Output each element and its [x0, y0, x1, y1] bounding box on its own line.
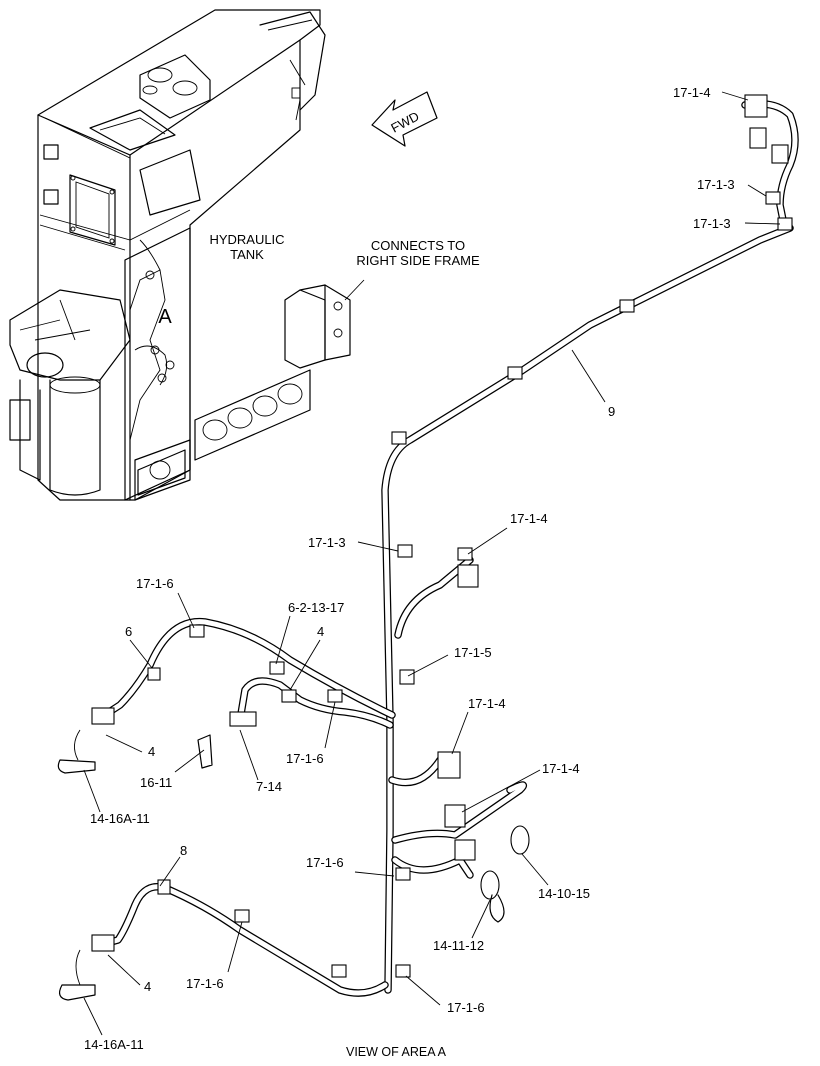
callout-17-1-6-bottom: 17-1-6 [447, 1000, 485, 1015]
area-a-letter: A [158, 306, 172, 328]
callout-17-1-3-lower: 17-1-3 [693, 216, 731, 231]
forward-direction-arrow: FWD [371, 91, 438, 147]
callout-17-1-6-loop: 17-1-6 [286, 751, 324, 766]
callout-4-left: 4 [148, 744, 155, 759]
callout-7-14: 7-14 [256, 779, 282, 794]
callout-17-1-4-right: 17-1-4 [542, 761, 580, 776]
callout-4-upper: 4 [317, 624, 324, 639]
callout-17-1-6-trunk: 17-1-6 [306, 855, 344, 870]
tank-label-line1: HYDRAULIC [209, 232, 284, 247]
callout-17-1-6-lower-left: 17-1-6 [186, 976, 224, 991]
callout-6-2-13-17: 6-2-13-17 [288, 600, 344, 615]
hydraulic-tank-drawing [9, 9, 326, 501]
connects-note-line2: RIGHT SIDE FRAME [356, 253, 480, 268]
callout-17-1-4-lower: 17-1-4 [468, 696, 506, 711]
callout-17-1-4-top: 17-1-4 [673, 85, 711, 100]
tank-label-line2: TANK [230, 247, 264, 262]
callout-17-1-3-upper: 17-1-3 [697, 177, 735, 192]
fwd-label: FWD [388, 109, 421, 136]
callout-9: 9 [608, 404, 615, 419]
callout-17-1-5: 17-1-5 [454, 645, 492, 660]
connectors-and-clips [57, 94, 793, 1001]
callout-8: 8 [180, 843, 187, 858]
callout-17-1-4-mid: 17-1-4 [510, 511, 548, 526]
callout-14-16A-11-lower: 14-16A-11 [84, 1037, 144, 1052]
connects-note-line1: CONNECTS TO [371, 238, 465, 253]
view-caption: VIEW OF AREA A [346, 1045, 447, 1059]
callout-14-16A-11-upper: 14-16A-11 [90, 811, 150, 826]
frame-bracket [284, 279, 365, 369]
callout-14-11-12: 14-11-12 [433, 938, 484, 953]
harness-hoses [96, 100, 799, 997]
callout-16-11: 16-11 [140, 775, 172, 790]
callout-4-lower: 4 [144, 979, 151, 994]
callout-17-1-6-left: 17-1-6 [136, 576, 174, 591]
callout-14-10-15: 14-10-15 [538, 886, 590, 901]
callout-6: 6 [125, 624, 132, 639]
leader-lines [83, 91, 781, 1036]
callout-17-1-3-trunk: 17-1-3 [308, 535, 346, 550]
callout-labels: 17-1-4 17-1-3 17-1-3 9 17-1-4 17-1-3 17-… [84, 85, 735, 1052]
